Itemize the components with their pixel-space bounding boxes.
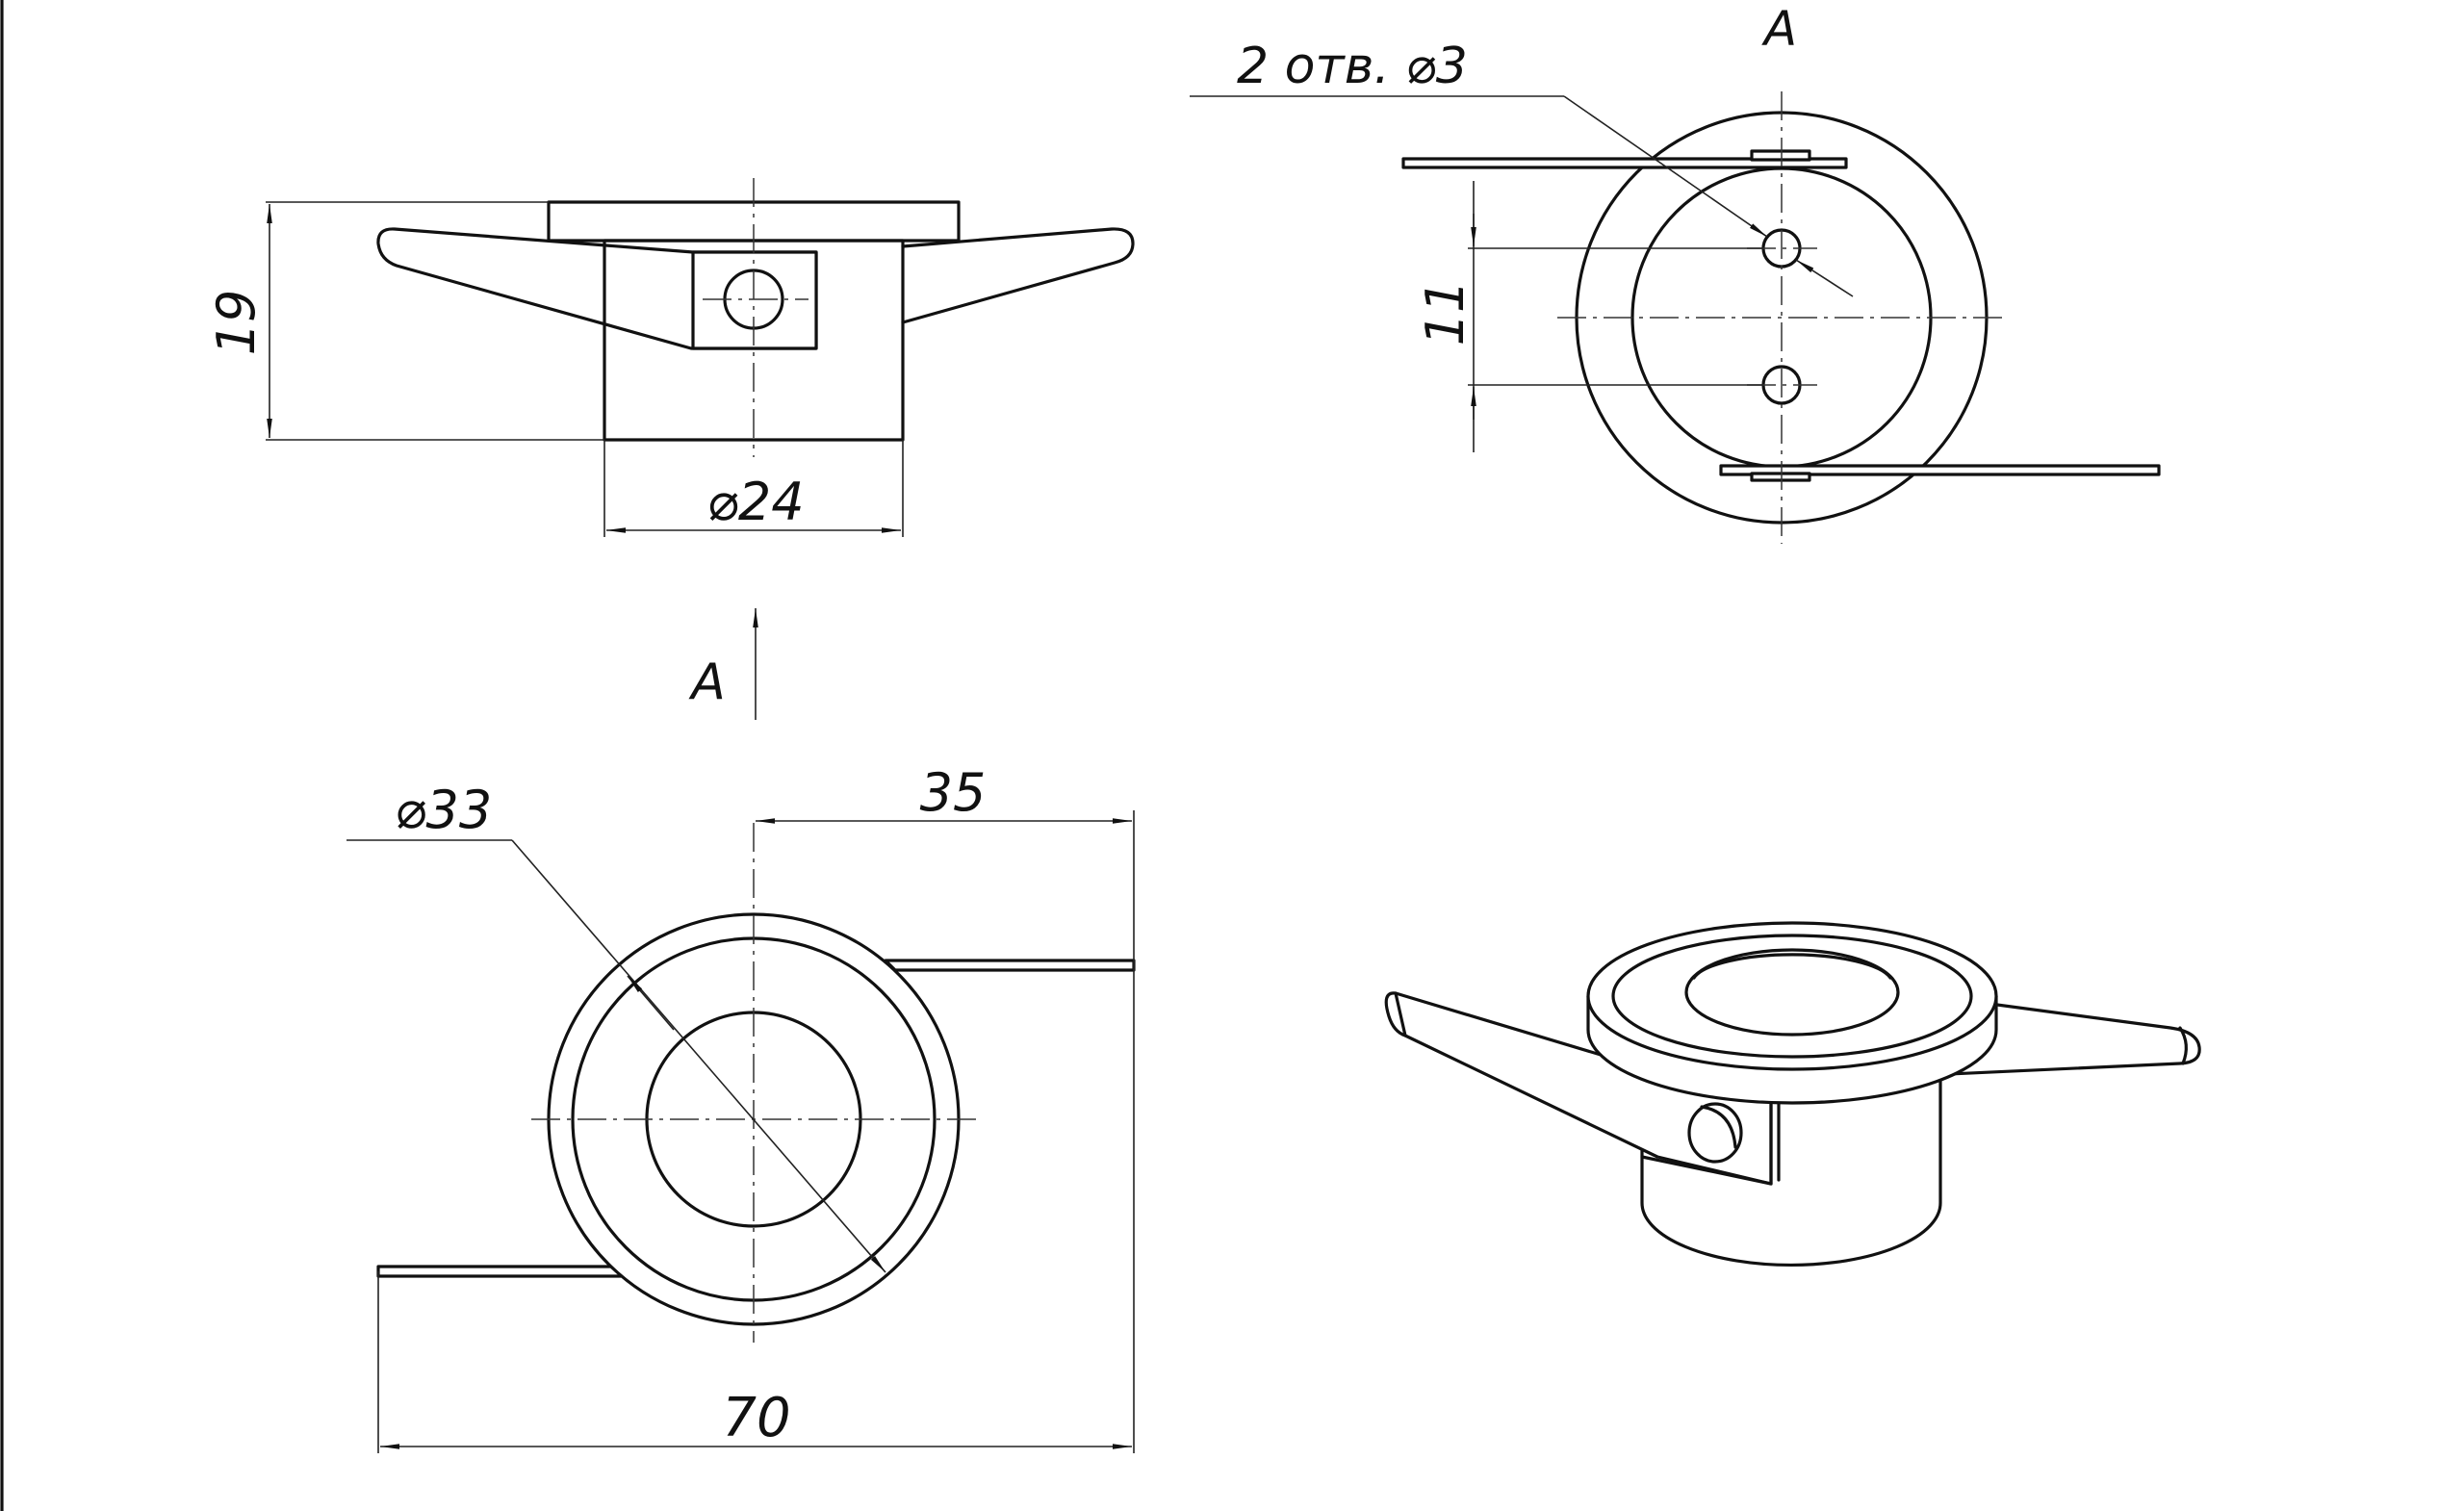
top-view: ⌀33 35 70 [346, 762, 1136, 1453]
isometric-view [1384, 921, 2201, 1267]
iso-pin-shade [1700, 1105, 1737, 1149]
view-a-top-handle-tab [1750, 149, 1811, 162]
top-view-right-handle [884, 959, 1136, 972]
dim-33-label: ⌀33 [395, 780, 492, 840]
iso-left-handle-edge [1394, 991, 1407, 1037]
top-view-left-handle [376, 1265, 623, 1278]
dim-11-label: 11 [1415, 280, 1476, 346]
iso-left-handle-foot [1640, 1155, 1773, 1186]
holes-note-label: 2 отв. ⌀3 [1237, 38, 1468, 95]
dim-19-label: 19 [206, 290, 267, 356]
dim-24-label: ⌀24 [706, 472, 804, 532]
iso-right-handle-tip [2178, 1026, 2188, 1065]
iso-pin [1687, 1102, 1743, 1164]
view-a-bottom-handle-tab [1750, 472, 1811, 482]
front-view: 19 ⌀24 [206, 178, 1135, 537]
dim-70-label: 70 [722, 1387, 790, 1449]
iso-bore-inner-edge [1692, 953, 1892, 980]
view-a: A 11 2 отв. ⌀3 [1190, 1, 2161, 544]
view-arrow-label: A [688, 653, 726, 711]
view-a-bottom-handle [1719, 464, 2161, 476]
holes-leader-tail [1795, 259, 1854, 297]
iso-bore-top [1684, 948, 1900, 1037]
front-right-handle [901, 227, 1135, 324]
iso-flange-inner-ring [1611, 934, 1973, 1059]
dim-35-label: 35 [920, 762, 987, 823]
view-a-top-handle [1401, 157, 1848, 169]
dim-33-arrow-upper [627, 975, 675, 1031]
holes-leader-line [1563, 95, 1768, 238]
view-direction-a: A [688, 608, 758, 720]
dim-33-leader [511, 839, 886, 1273]
front-handle-boss [691, 250, 818, 350]
view-a-title: A [1761, 1, 1797, 57]
